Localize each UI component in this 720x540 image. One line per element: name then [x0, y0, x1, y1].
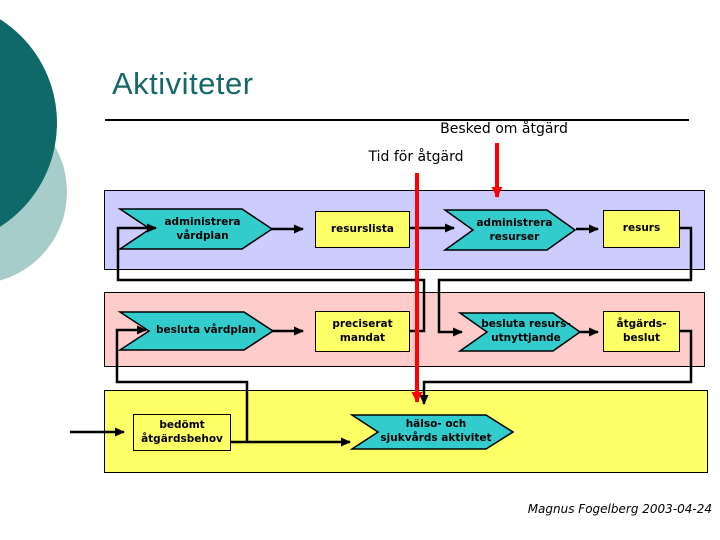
connector-preciserat-to-administrera-vardplan: [116, 223, 426, 333]
box-resurs: resurs: [603, 210, 680, 248]
chevron-label-halso-sjukvards-aktivitet: hälso- och sjukvårds aktivitet: [380, 418, 492, 444]
box-resurslista: resurslista: [315, 211, 410, 248]
box-atgardsbeslut: åtgärds- beslut: [603, 311, 680, 352]
connector-resurs-to-besluta-resursutnyttjande: [437, 226, 693, 337]
footer-credit: Magnus Fogelberg 2003-04-24: [527, 502, 712, 516]
chevron-label-besluta-resursutnyttjande: besluta resurs- utnyttjande: [481, 318, 571, 344]
chevron-besluta-resursutnyttjande: [457, 312, 582, 352]
box-bedomt-atgardsbehov: bedömt åtgärdsbehov: [133, 414, 231, 451]
connector-atgardsbeslut-to-halso-aktivitet: [419, 329, 693, 405]
chevron-administrera-resurser: [442, 209, 577, 251]
label-tid-for-atgard: Tid för åtgärd: [368, 149, 464, 165]
page-title: Aktiviteter: [112, 66, 254, 101]
chevron-label-besluta-vardplan: besluta vårdplan: [155, 324, 257, 337]
label-besked-om-atgard: Besked om åtgärd: [440, 121, 568, 137]
chevron-besluta-vardplan: [117, 311, 275, 351]
title-underline: [105, 119, 689, 121]
chevron-label-administrera-vardplan: administrera vårdplan: [164, 216, 241, 242]
chevron-label-administrera-resurser: administrera resurser: [476, 216, 553, 243]
chevron-halso-sjukvards-aktivitet: [349, 414, 515, 450]
connector-bedomt-to-besluta-vardplan: [115, 325, 249, 441]
box-preciserat-mandat: preciserat mandat: [315, 311, 410, 352]
